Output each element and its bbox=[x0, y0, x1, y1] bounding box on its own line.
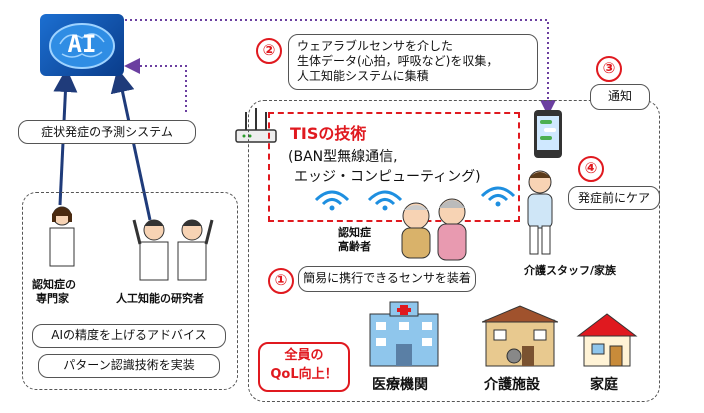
notify-text: 通知 bbox=[607, 89, 632, 103]
tis-line1: (BAN型無線通信, bbox=[288, 149, 398, 165]
qol-line1: 全員の bbox=[284, 348, 324, 363]
step2-line3: 人工知能システムに集積 bbox=[297, 69, 429, 83]
ai-to-phone-line bbox=[120, 19, 556, 116]
prediction-system-text: 症状発症の予測システム bbox=[41, 125, 173, 139]
care-staff-figure bbox=[527, 170, 553, 255]
wifi-icon bbox=[480, 186, 516, 207]
smartphone-icon bbox=[534, 110, 562, 158]
care-callout: 発症前にケア bbox=[568, 186, 660, 210]
router-to-ai-line bbox=[124, 58, 187, 112]
ai-brain-panel: AI bbox=[40, 14, 124, 76]
wifi-icon bbox=[367, 190, 403, 211]
care-environment-panel bbox=[248, 100, 660, 402]
ai-researchers-figure bbox=[132, 219, 214, 281]
care-text: 発症前にケア bbox=[577, 191, 650, 205]
elderly-label-line2: 高齢者 bbox=[338, 240, 371, 253]
sensor-box: 簡易に携行できるセンサを装着 bbox=[298, 266, 476, 292]
research-team-panel bbox=[22, 192, 238, 390]
step2-line2: 生体データ(心拍，呼吸など)を収集， bbox=[297, 54, 499, 68]
tis-title: TISの技術 bbox=[290, 124, 367, 143]
home-icon bbox=[576, 313, 638, 367]
ai-researcher-label: 人工知能の研究者 bbox=[116, 292, 204, 305]
researcher-to-ai-arrow bbox=[110, 68, 152, 221]
advice-box: AIの精度を上げるアドバイス bbox=[32, 324, 226, 348]
tis-technology-box: TISの技術 (BAN型無線通信, エッジ・コンピューティング) bbox=[268, 112, 520, 222]
care-facility-icon bbox=[482, 305, 558, 367]
step3-number: ③ bbox=[596, 56, 622, 82]
tis-line2: エッジ・コンピューティング) bbox=[294, 169, 481, 185]
elderly-couple-figure bbox=[401, 198, 467, 261]
hospital-icon bbox=[369, 301, 439, 367]
pattern-recognition-text: パターン認識技術を実装 bbox=[63, 358, 195, 372]
notify-callout: 通知 bbox=[590, 84, 650, 110]
step2-callout: ウェアラブルセンサを介した 生体データ(心拍，呼吸など)を収集， 人工知能システ… bbox=[288, 34, 538, 90]
wifi-icon bbox=[314, 190, 350, 211]
step1-number: ① bbox=[268, 268, 294, 294]
qol-badge: 全員の QoL向上！ bbox=[258, 342, 350, 392]
step2-number: ② bbox=[256, 38, 282, 64]
building-label-home: 家庭 bbox=[590, 377, 618, 393]
elderly-label-line1: 認知症 bbox=[338, 226, 371, 239]
prediction-system-callout: 症状発症の予測システム bbox=[18, 120, 196, 144]
advice-text: AIの精度を上げるアドバイス bbox=[51, 328, 207, 342]
router-icon bbox=[235, 108, 277, 143]
qol-line2: QoL向上！ bbox=[270, 367, 338, 382]
pattern-recognition-box: パターン認識技術を実装 bbox=[38, 354, 220, 378]
step2-line1: ウェアラブルセンサを介した bbox=[297, 39, 454, 53]
care-staff-label: 介護スタッフ/家族 bbox=[524, 264, 617, 277]
brain-icon bbox=[49, 23, 115, 69]
building-label-care-facility: 介護施設 bbox=[484, 377, 540, 393]
ai-label: AI bbox=[67, 30, 97, 58]
building-label-hospital: 医療機関 bbox=[372, 377, 428, 393]
dementia-expert-label-line2: 専門家 bbox=[36, 292, 69, 305]
sensor-text: 簡易に携行できるセンサを装着 bbox=[303, 271, 471, 285]
dementia-expert-figure bbox=[49, 206, 75, 267]
step4-number: ④ bbox=[578, 156, 604, 182]
dementia-expert-label-line1: 認知症の bbox=[32, 278, 76, 291]
